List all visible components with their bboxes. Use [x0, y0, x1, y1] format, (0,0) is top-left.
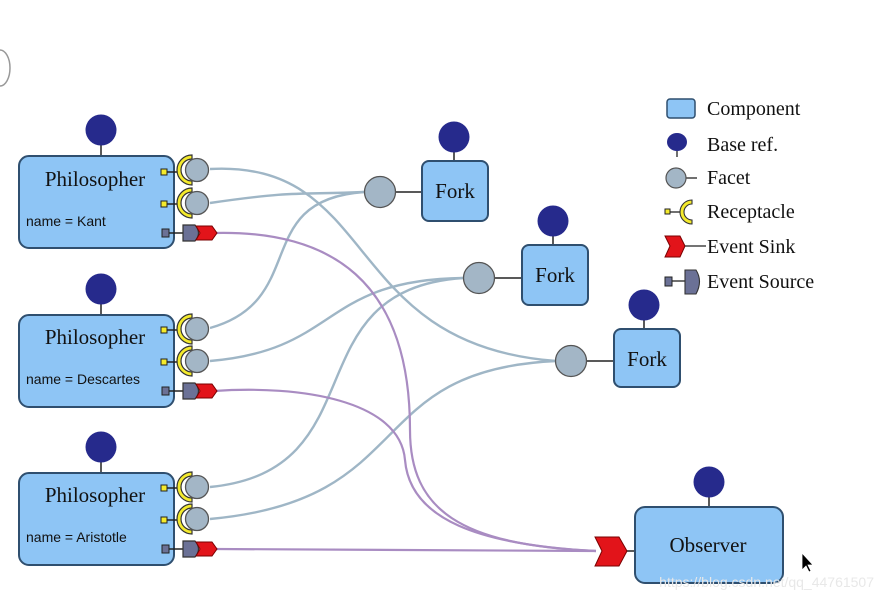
- component-attribute: name = Descartes: [26, 371, 140, 387]
- base-ref-icon: [537, 205, 569, 237]
- component-attribute: name = Kant: [26, 213, 106, 229]
- component-box: [18, 314, 175, 408]
- event-sink-icon: [195, 541, 218, 557]
- observer: Observer: [594, 466, 784, 584]
- component-box: [634, 506, 784, 584]
- event-sink-icon: [594, 536, 628, 567]
- component-box: [18, 472, 175, 566]
- component-attribute: name = Aristotle: [26, 529, 127, 545]
- receptacle-icon: [176, 187, 193, 219]
- event-sink-icon: [195, 225, 218, 241]
- wire-aristotle-lower-to-fork3: [209, 359, 557, 521]
- facet-icon: [363, 175, 397, 209]
- receptacle-icon: [176, 471, 193, 503]
- facet-icon: [184, 190, 210, 216]
- event-source-icon: [684, 269, 701, 295]
- event-source-icon: [182, 382, 200, 400]
- component-box: [521, 244, 589, 306]
- fork-2: Fork: [462, 205, 589, 306]
- wire-descartes-lower-to-fork2: [209, 276, 464, 363]
- legend: Component Base ref. Facet Receptacle Eve…: [664, 98, 814, 295]
- philosopher-descartes: Philosopher name = Descartes: [18, 273, 218, 408]
- wire-kant-lower-to-fork1: [209, 190, 365, 205]
- wire-aristotle-upper-to-fork2: [209, 276, 464, 489]
- component-title: Fork: [535, 263, 575, 287]
- wire-kant-upper-to-fork3: [209, 167, 557, 363]
- fork-1: Fork: [363, 121, 489, 222]
- component-title: Fork: [627, 347, 667, 371]
- facet-icon: [554, 344, 588, 378]
- legend-label-facet: Facet: [707, 167, 751, 189]
- base-ref-icon: [628, 289, 660, 321]
- fork-3: Fork: [554, 289, 681, 388]
- event-wire-descartes: [213, 388, 597, 553]
- base-ref-icon: [693, 466, 725, 498]
- legend-label-base-ref: Base ref.: [707, 134, 778, 156]
- wire-descartes-upper-to-fork1: [209, 190, 365, 330]
- edge-artifact: [0, 49, 11, 87]
- base-ref-icon: [85, 431, 117, 463]
- legend-label-receptacle: Receptacle: [707, 201, 795, 223]
- component-title: Observer: [670, 533, 747, 557]
- event-wire-kant: [213, 231, 597, 553]
- watermark: https://blog.csdn.net/qq_44761507: [659, 574, 874, 590]
- facet-icon: [665, 167, 687, 189]
- component-title: Philosopher: [45, 167, 145, 191]
- component-title: Fork: [435, 179, 475, 203]
- facet-icon: [184, 506, 210, 532]
- receptacle-icon: [679, 199, 693, 225]
- legend-label-event-sink: Event Sink: [707, 236, 795, 258]
- receptacle-icon: [176, 313, 193, 345]
- base-ref-icon: [85, 114, 117, 146]
- facet-icon: [184, 157, 210, 183]
- receptacle-icon: [176, 503, 193, 535]
- base-ref-icon: [438, 121, 470, 153]
- event-source-icon: [182, 540, 200, 558]
- component-box: [18, 155, 175, 249]
- component-icon: [666, 98, 696, 119]
- legend-label-event-source: Event Source: [707, 271, 814, 293]
- event-wire-aristotle: [213, 547, 597, 553]
- receptacle-icon: [176, 154, 193, 186]
- facet-icon: [462, 261, 496, 295]
- event-source-icon: [182, 224, 200, 242]
- base-ref-icon: [667, 133, 687, 151]
- event-sink-icon: [664, 235, 686, 258]
- facet-icon: [184, 316, 210, 342]
- mouse-cursor-icon: [801, 551, 814, 573]
- facet-icon: [184, 348, 210, 374]
- component-title: Philosopher: [45, 483, 145, 507]
- event-sink-icon: [195, 383, 218, 399]
- facet-icon: [184, 474, 210, 500]
- base-ref-icon: [85, 273, 117, 305]
- philosopher-kant: Philosopher name = Kant: [18, 114, 218, 249]
- component-title: Philosopher: [45, 325, 145, 349]
- event-connections: [213, 231, 597, 553]
- legend-label-component: Component: [707, 98, 801, 120]
- component-box: [421, 160, 489, 222]
- receptacle-icon: [176, 345, 193, 377]
- facet-connections: [209, 167, 557, 521]
- philosopher-aristotle: Philosopher name = Aristotle: [18, 431, 218, 566]
- component-box: [613, 328, 681, 388]
